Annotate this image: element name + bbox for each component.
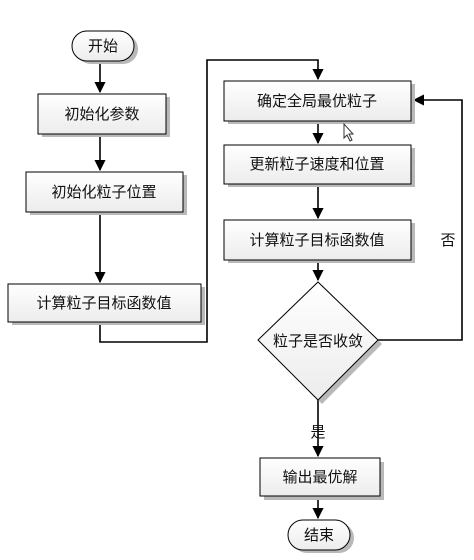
global-best-label: 确定全局最优粒子 xyxy=(257,92,377,110)
edge-decision-no-loop xyxy=(378,94,463,341)
mouse-cursor-icon xyxy=(343,122,355,142)
update-velocity-label: 更新粒子速度和位置 xyxy=(249,155,384,173)
converged-decision-node: 粒子是否收敛 xyxy=(257,281,382,404)
compute-fitness-right-node: 计算粒子目标函数值 xyxy=(223,219,415,263)
output-best-node: 输出最优解 xyxy=(259,457,384,500)
compute-fitness-left-label: 计算粒子目标函数值 xyxy=(36,294,171,312)
edge-compute-left-to-global-best xyxy=(99,59,324,343)
converged-decision-label: 粒子是否收敛 xyxy=(273,332,363,350)
start-label: 开始 xyxy=(88,37,118,55)
start-node: 开始 xyxy=(71,30,138,64)
edges xyxy=(94,59,463,520)
end-node: 结束 xyxy=(287,519,354,553)
edge-label-yes: 是 xyxy=(310,423,325,441)
compute-fitness-left-node: 计算粒子目标函数值 xyxy=(7,283,205,325)
output-best-label: 输出最优解 xyxy=(282,468,357,486)
end-label: 结束 xyxy=(304,526,334,544)
compute-fitness-right-label: 计算粒子目标函数值 xyxy=(249,231,384,249)
global-best-node: 确定全局最优粒子 xyxy=(223,80,415,124)
init-params-node: 初始化参数 xyxy=(37,93,170,137)
init-positions-node: 初始化粒子位置 xyxy=(25,171,187,215)
init-positions-label: 初始化粒子位置 xyxy=(51,183,156,201)
edge-label-no: 否 xyxy=(440,231,455,249)
init-params-label: 初始化参数 xyxy=(64,105,139,123)
update-velocity-node: 更新粒子速度和位置 xyxy=(223,144,415,187)
